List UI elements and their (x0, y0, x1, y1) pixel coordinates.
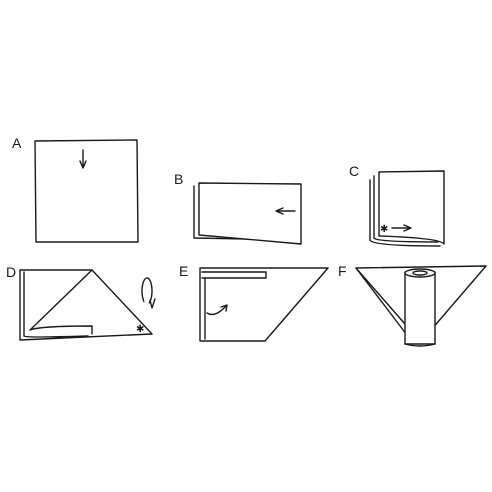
star-marker-icon: ✱ (136, 324, 144, 335)
step-c-front-layer (378, 170, 445, 245)
step-b: B (174, 171, 302, 245)
step-b-label: B (174, 171, 183, 187)
step-c: C ✱ (349, 163, 445, 247)
step-b-top-layer (198, 182, 302, 245)
rotate-arrow-icon (141, 277, 156, 309)
step-d-outer-shape (19, 269, 153, 341)
step-f-cylinder (404, 268, 436, 347)
step-c-back-layer-2 (373, 175, 439, 243)
step-f-label: F (338, 263, 347, 279)
step-d-flap (29, 325, 93, 335)
step-d: D ✱ (6, 264, 156, 341)
star-marker-icon: ✱ (380, 224, 388, 235)
step-e-top-flap (201, 271, 267, 279)
left-arrow-icon (275, 207, 296, 215)
step-d-label: D (6, 264, 16, 280)
down-arrow-icon (79, 149, 87, 169)
step-d-inner-edge (23, 271, 89, 338)
step-a-label: A (12, 135, 22, 151)
curved-arrow-icon (206, 304, 228, 316)
step-e: E (179, 263, 329, 342)
step-e-label: E (179, 263, 188, 279)
step-a: A (12, 135, 139, 243)
right-arrow-icon (391, 224, 412, 232)
step-e-trapezoid (199, 267, 329, 342)
step-c-back-layer-1 (369, 179, 441, 247)
step-a-square (34, 139, 139, 243)
step-f-cone-left-edge (355, 267, 406, 325)
step-d-diagonal-fold (29, 269, 93, 331)
step-f: F (338, 263, 487, 347)
step-c-label: C (349, 163, 359, 179)
